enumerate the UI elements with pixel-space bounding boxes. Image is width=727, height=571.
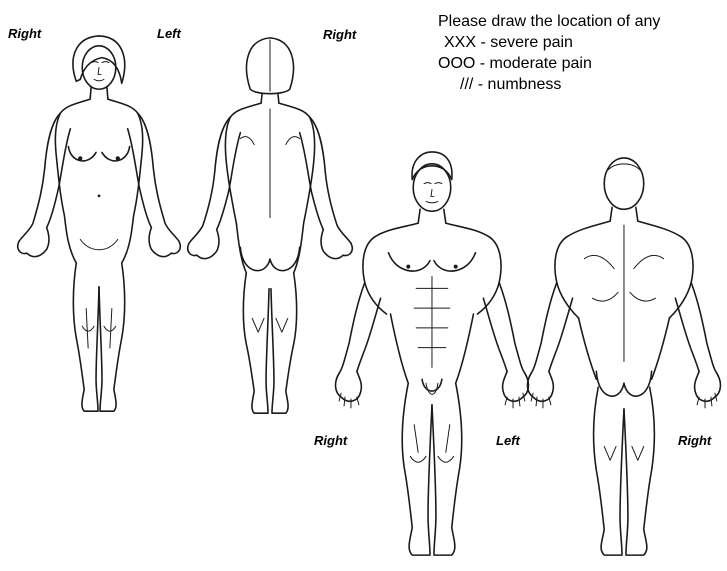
legend-moderate: OOO - moderate pain: [438, 53, 660, 74]
pain-legend: Please draw the location of any XXX - se…: [438, 11, 660, 95]
legend-numbness: /// - numbness: [438, 74, 660, 95]
legend-severe: XXX - severe pain: [438, 32, 660, 53]
male-front-figure[interactable]: [330, 150, 530, 565]
female-front-figure[interactable]: [10, 30, 190, 425]
male-back-figure[interactable]: [522, 150, 722, 565]
legend-instruction: Please draw the location of any: [438, 11, 660, 32]
